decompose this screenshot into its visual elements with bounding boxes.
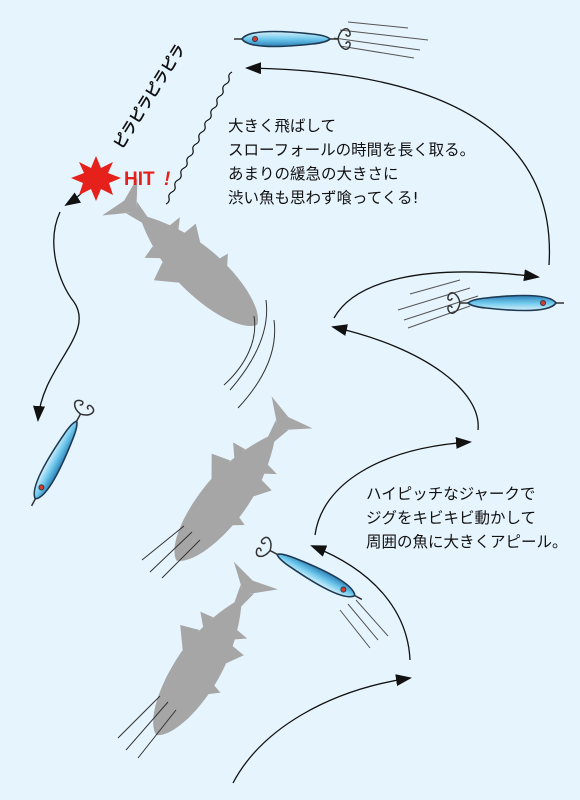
jig-right-wake-3 — [407, 305, 471, 329]
fish-2-wake-3 — [141, 525, 185, 561]
hit-exclamation: ! — [164, 169, 170, 190]
jig-mid-wake-1 — [347, 603, 379, 641]
fish-3-wake-1 — [125, 701, 169, 751]
jig-top — [233, 27, 351, 51]
jig-mid — [253, 535, 368, 610]
jig-right-wake-4 — [409, 279, 461, 295]
fish-3-wake-3 — [117, 695, 161, 739]
fall-wavy-line — [165, 71, 233, 205]
jig-top-wake-3 — [339, 45, 415, 59]
path-slow-fall — [33, 211, 80, 422]
fish-1-wake-3 — [223, 315, 256, 386]
path-jerk-3 — [331, 324, 479, 431]
path-jerk-1 — [310, 545, 411, 661]
path-jerk-2 — [314, 436, 472, 536]
jig-top-wake-1 — [339, 29, 429, 41]
jig-mid-wake-3 — [339, 609, 371, 649]
sound-effect-label: ピラピラピラピラ — [110, 41, 189, 152]
jig-falling — [21, 397, 96, 512]
caption-long-cast: 大きく飛ばして スローフォールの時間を長く取る。 あまりの緩急の大きさに 渋い魚… — [228, 117, 476, 207]
fish-2-wake-1 — [149, 531, 193, 573]
jig-top-wake-2 — [333, 37, 421, 51]
fish-3 — [124, 555, 284, 752]
jig-right — [447, 291, 565, 315]
fish-1-wake-1 — [229, 299, 268, 391]
jig-top-wake-4 — [347, 21, 409, 29]
fish-1-wake-2 — [237, 319, 276, 409]
path-jerk-4 — [333, 269, 540, 319]
jig-mid-wake-2 — [355, 599, 389, 637]
fish-3-wake-2 — [137, 709, 177, 759]
starburst-icon — [71, 156, 121, 201]
jig-right-wake-1 — [397, 287, 471, 311]
path-long-cast — [245, 62, 551, 266]
hit-label: HIT — [124, 169, 155, 190]
caption-high-pitch-jerk: ハイピッチなジャークで ジグをキビキビ動かして 周囲の魚に大きくアピール。 — [366, 485, 568, 551]
jig-right-wake-2 — [403, 295, 479, 321]
path-bottom-rise — [232, 674, 412, 784]
fish-2-wake-2 — [161, 539, 201, 579]
